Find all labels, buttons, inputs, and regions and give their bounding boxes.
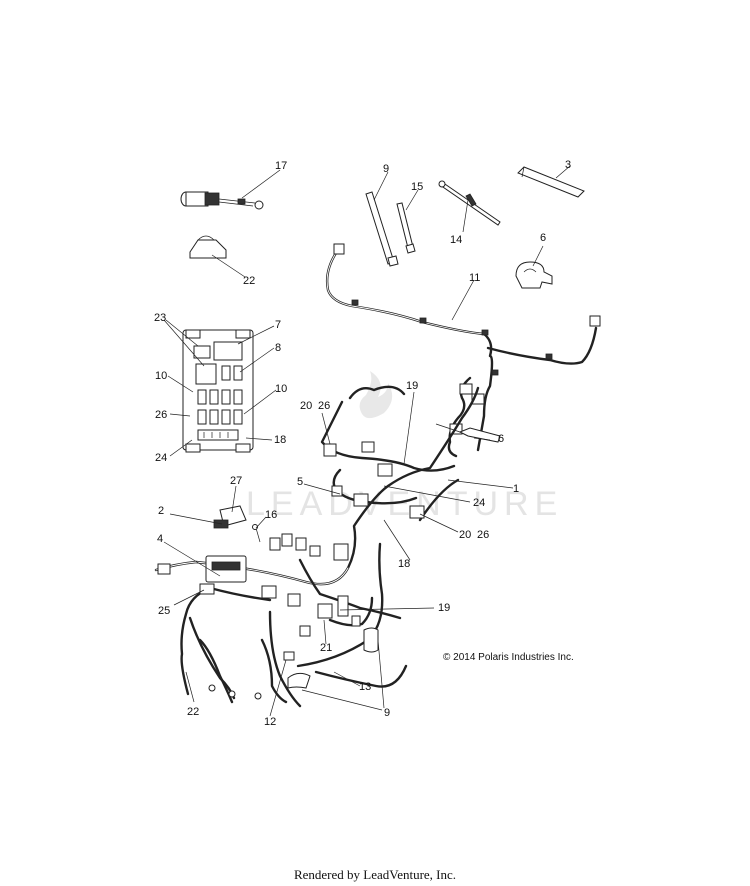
callout-18-harness: 18 — [398, 558, 410, 570]
callout-19-mid: 19 — [406, 380, 418, 392]
callout-5: 5 — [297, 476, 303, 488]
callout-16: 19 — [438, 602, 450, 614]
callout-24-right: 24 — [473, 497, 485, 509]
callout-26-right: 26 — [477, 529, 489, 541]
callout-24-box: 24 — [155, 452, 167, 464]
callout-6-lower: 6 — [498, 433, 504, 445]
callout-26-box: 26 — [155, 409, 167, 421]
part-9-cable-tie — [365, 191, 399, 267]
callout-4: 4 — [157, 533, 163, 545]
part-19-connector-pigtail — [180, 191, 264, 210]
callout-19-top: 17 — [275, 160, 287, 172]
callout-8: 8 — [275, 342, 281, 354]
callout-1: 1 — [513, 483, 519, 495]
part-15-cable-tie — [396, 202, 416, 254]
watermark: LEADVENTURE — [246, 371, 563, 523]
callout-12: 12 — [264, 716, 276, 728]
callout-2: 2 — [158, 505, 164, 517]
callout-23: 23 — [154, 312, 166, 324]
callout-21: 21 — [320, 642, 332, 654]
part-6-clip — [515, 261, 553, 289]
watermark-text: LEADVENTURE — [246, 485, 563, 523]
part-1-main-harness — [154, 385, 480, 708]
callout-labels: 17 22 9 15 3 14 6 11 7 8 23 10 10 26 18 … — [154, 159, 571, 728]
callout-10-left: 10 — [155, 370, 167, 382]
callout-14: 14 — [450, 234, 462, 246]
part-17-screw — [252, 524, 261, 543]
callout-27: 27 — [230, 475, 242, 487]
callout-22-clip: 22 — [243, 275, 255, 287]
part-27-relay — [213, 505, 247, 529]
callout-9-lower: 9 — [384, 707, 390, 719]
leader-lines — [163, 165, 571, 717]
part-3-tape — [517, 166, 585, 198]
callout-18-box: 18 — [274, 434, 286, 446]
callout-3: 3 — [565, 159, 571, 171]
copyright-notice: © 2014 Polaris Industries Inc. — [443, 652, 574, 663]
fuse-relay-box — [182, 329, 254, 453]
callout-15: 15 — [411, 181, 423, 193]
callout-13: 13 — [359, 681, 371, 693]
callout-20-right: 20 — [459, 529, 471, 541]
part-22-clip — [189, 235, 227, 259]
callout-9-tie: 9 — [383, 163, 389, 175]
callout-22-lower: 22 — [187, 706, 199, 718]
footer-credit: Rendered by LeadVenture, Inc. — [293, 867, 457, 882]
part-11-upper-harness — [325, 243, 601, 458]
callout-6-top: 6 — [540, 232, 546, 244]
callout-17: 16 — [265, 509, 277, 521]
part-6-clip-lower — [435, 423, 501, 443]
callout-10-right: 10 — [275, 383, 287, 395]
callout-26-left: 26 — [318, 400, 330, 412]
part-14-push-tie — [438, 180, 501, 226]
callout-11: 11 — [469, 272, 480, 284]
callout-7: 7 — [275, 319, 281, 331]
callout-20-left: 20 — [300, 400, 312, 412]
callout-25: 25 — [158, 605, 170, 617]
